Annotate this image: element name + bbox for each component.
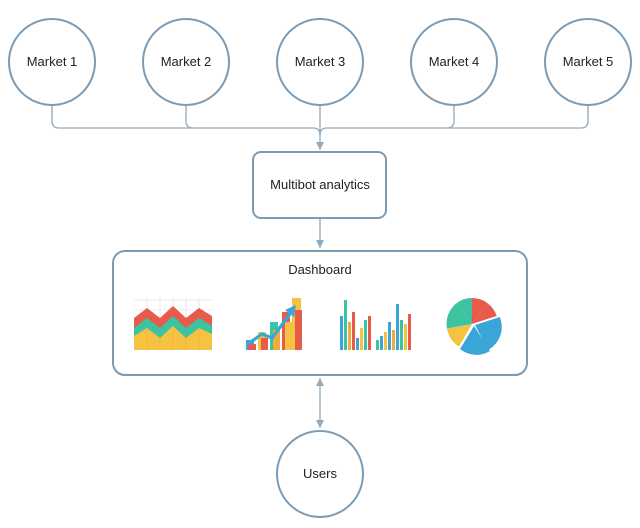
market-node-5: Market 5 (544, 18, 632, 106)
analytics-label: Multibot analytics (270, 177, 370, 192)
users-node: Users (276, 430, 364, 518)
growth-bar-chart-icon (246, 298, 302, 350)
market-label: Market 1 (27, 54, 78, 69)
market-node-2: Market 2 (142, 18, 230, 106)
market-label: Market 5 (563, 54, 614, 69)
users-label: Users (303, 466, 337, 481)
market-connectors (51, 105, 589, 150)
market-label: Market 4 (429, 54, 480, 69)
analytics-node: Multibot analytics (252, 151, 387, 219)
multi-bar-chart-icon (340, 300, 411, 350)
pie-chart-icon (446, 298, 502, 355)
connector-market-4 (446, 105, 455, 129)
connector-market-1 (51, 105, 321, 136)
dashboard-label: Dashboard (288, 262, 352, 277)
connector-market-5 (319, 105, 589, 136)
market-node-4: Market 4 (410, 18, 498, 106)
market-label: Market 2 (161, 54, 212, 69)
market-label: Market 3 (295, 54, 346, 69)
connector-market-2 (185, 105, 194, 129)
dashboard-node: Dashboard (112, 250, 528, 376)
market-node-3: Market 3 (276, 18, 364, 106)
market-node-1: Market 1 (8, 18, 96, 106)
area-chart-icon (134, 298, 212, 350)
